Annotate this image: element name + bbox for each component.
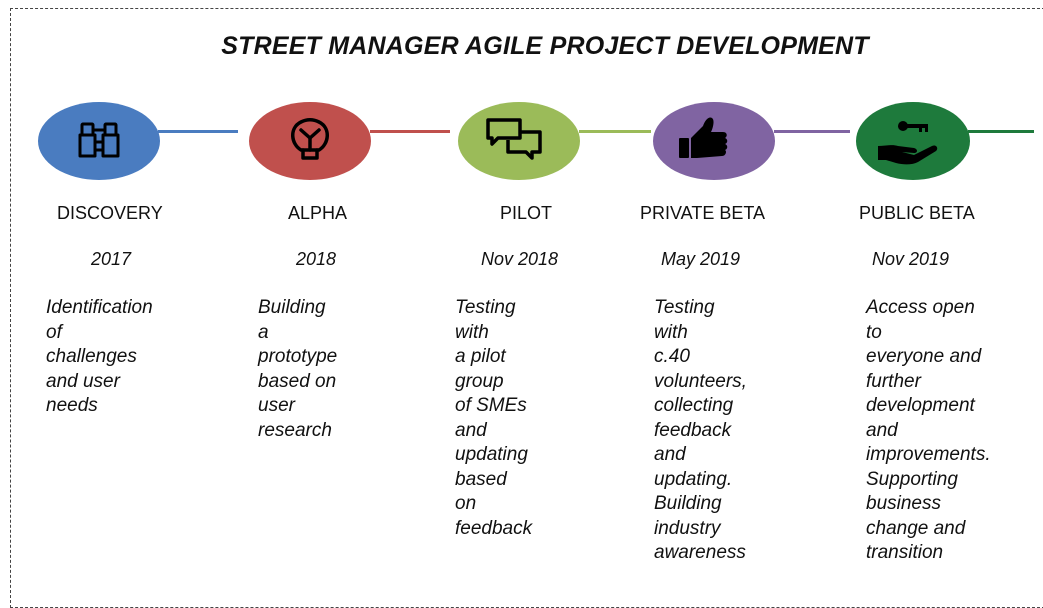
stage-public-beta-description: Access open to everyone and further deve… [866,297,991,563]
stage-pilot-description: Testing with a pilot group of SMEs and u… [455,297,533,539]
stage-discovery-name: DISCOVERY [57,203,163,223]
stage-private-beta-year: May 2019 [661,249,741,269]
stage-private-beta-connector [774,130,850,133]
stage-pilot-circle [458,102,580,180]
stage-public-beta-circle [856,102,970,180]
stage-discovery-circle [38,102,160,180]
stage-public-beta-year: Nov 2019 [872,249,950,269]
stage-alpha-year: 2018 [296,249,337,269]
stage-alpha-name: ALPHA [288,203,348,223]
binoculars-icon [38,102,160,180]
key-in-hand-icon [856,102,970,180]
stage-public-beta-name: PUBLIC BETA [859,203,975,223]
diagram-title: STREET MANAGER AGILE PROJECT DEVELOPMENT [221,32,869,60]
stage-alpha-connector [370,130,450,133]
stage-alpha-circle [249,102,371,180]
stage-private-beta-circle [653,102,775,180]
stage-discovery-year: 2017 [91,249,132,269]
speech-bubbles-icon [458,102,580,180]
stage-discovery-description: Identification of challenges and user ne… [46,297,153,416]
lightbulb-icon [249,102,371,180]
stage-public-beta-connector [968,130,1034,133]
stage-private-beta-description: Testing with c.40 volunteers, collecting… [654,297,747,563]
stage-pilot-connector [579,130,651,133]
thumbs-up-icon [653,102,775,180]
stage-discovery-connector [158,130,238,133]
stage-private-beta-name: PRIVATE BETA [640,203,766,223]
stage-pilot-year: Nov 2018 [481,249,559,269]
stage-alpha-description: Building a prototype based on user resea… [258,297,338,441]
stage-pilot-name: PILOT [500,203,553,223]
